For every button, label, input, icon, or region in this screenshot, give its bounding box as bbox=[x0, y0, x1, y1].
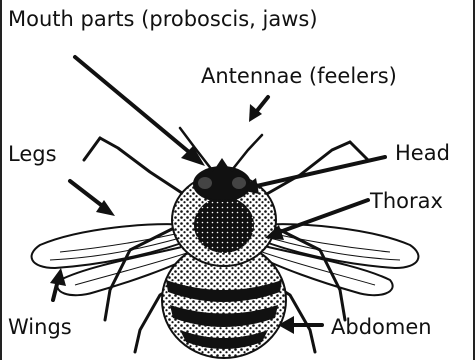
mouth-parts-label: Mouth parts (proboscis, jaws) bbox=[8, 9, 318, 30]
mouth-parts-arrow-line bbox=[75, 57, 195, 157]
wings-arrowhead bbox=[50, 268, 66, 286]
head-graphic bbox=[194, 167, 250, 201]
mouthparts-graphic bbox=[214, 158, 230, 170]
frame-left-edge bbox=[0, 0, 2, 360]
thorax-label: Thorax bbox=[370, 191, 443, 212]
wings-label: Wings bbox=[8, 317, 72, 338]
antennae-arrow-line bbox=[256, 97, 268, 112]
head-label: Head bbox=[395, 143, 450, 164]
abdomen-label: Abdomen bbox=[331, 317, 432, 338]
legs-label: Legs bbox=[8, 144, 57, 165]
legs-arrow-line bbox=[70, 181, 105, 208]
antennae-label: Antennae (feelers) bbox=[201, 66, 397, 87]
